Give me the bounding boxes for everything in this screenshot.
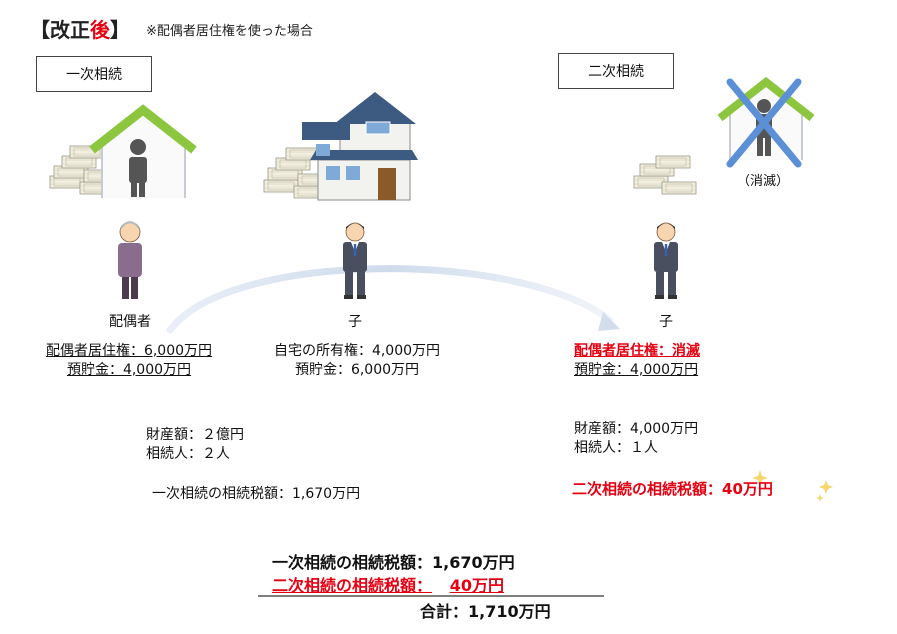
first-tax-amount: 一次相続の相続税額：1,670万円 <box>152 486 361 502</box>
second-estate-amount: 財産額：4,000万円 <box>574 421 699 437</box>
child-label-first: 子 <box>348 314 362 330</box>
spouse-asset-residence-right: 配偶者居住権：6,000万円 <box>45 343 213 359</box>
child-label-second: 子 <box>659 314 673 330</box>
extinct-label: （消滅） <box>737 174 790 189</box>
spouse-asset-deposit: 預貯金：4,000万円 <box>66 362 192 378</box>
cross-mark-icon <box>726 78 802 168</box>
first-inheritance-box: 一次相続 <box>36 56 152 92</box>
page-subtitle: ※配偶者居住権を使った場合 <box>146 24 313 39</box>
child-icon-second <box>653 222 679 300</box>
second-tax-amount: 二次相続の相続税額：40万円 <box>572 480 773 498</box>
second-asset-residence-extinct: 配偶者居住権：消滅 <box>574 343 700 359</box>
second-asset-deposit: 預貯金：4,000万円 <box>574 362 699 378</box>
first-heirs-count: 相続人：２人 <box>146 446 230 462</box>
total-second-tax-label: 二次相続の相続税額： <box>272 576 433 595</box>
spouse-icon <box>118 221 142 299</box>
child-asset-ownership: 自宅の所有権：4,000万円 <box>273 343 441 359</box>
house-icon-middle <box>302 92 418 201</box>
second-heirs-count: 相続人：１人 <box>574 440 658 456</box>
page-title: 【改正後】 <box>30 18 130 42</box>
title-emphasis: 後 <box>90 18 110 42</box>
child-icon-first <box>342 222 368 300</box>
house-icon-left <box>89 104 197 198</box>
total-second-tax-value: 40万円 <box>449 576 505 595</box>
child-asset-deposit: 預貯金：6,000万円 <box>294 362 420 378</box>
flow-arrow <box>166 265 614 334</box>
total-first-tax: 一次相続の相続税額：1,670万円 <box>272 553 515 572</box>
flow-arrow-head <box>598 312 620 331</box>
total-sum: 合計：1,710万円 <box>420 602 551 621</box>
second-inheritance-box: 二次相続 <box>558 53 674 89</box>
total-second-tax: 二次相続の相続税額： 40万円 <box>272 572 504 596</box>
spouse-label: 配偶者 <box>109 314 151 330</box>
first-estate-amount: 財産額：２億円 <box>146 427 244 443</box>
money-icon-right <box>633 155 697 195</box>
sparkle-icon <box>752 470 833 502</box>
